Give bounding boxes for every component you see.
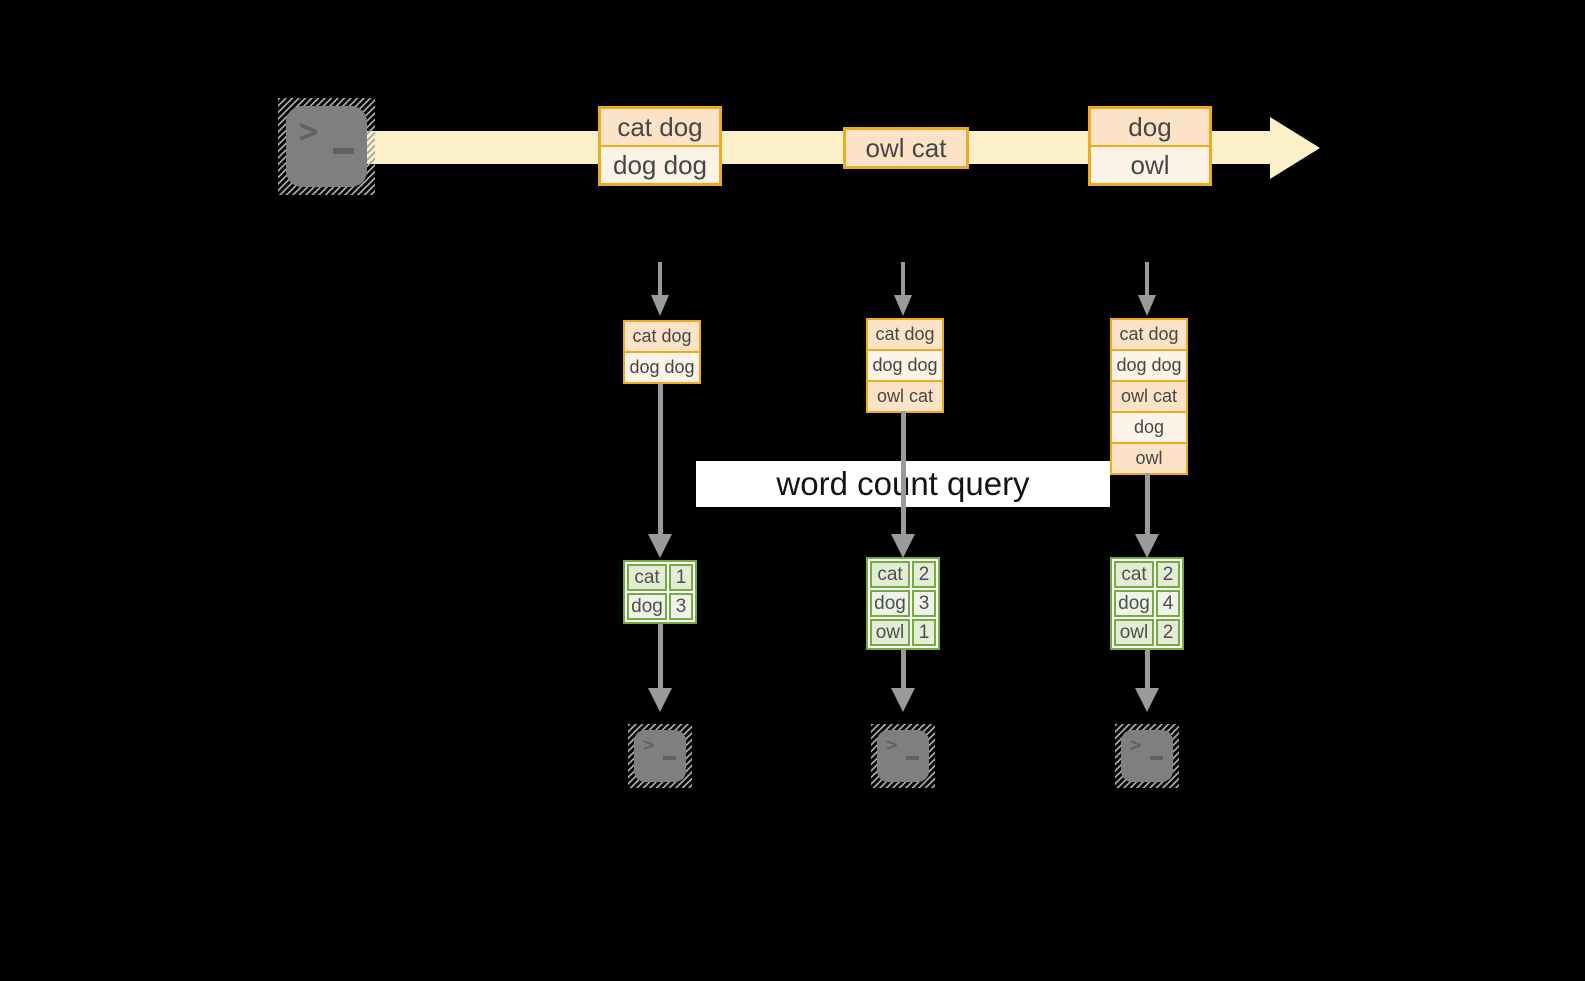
output-terminal-icon-3: > — [1115, 724, 1179, 788]
state-item: cat dog — [868, 320, 942, 349]
count-table-1: cat 1 dog 3 — [623, 560, 697, 624]
prompt-chevron-icon: > — [299, 111, 319, 151]
state-item: dog — [1112, 411, 1186, 442]
state-item: cat dog — [1112, 320, 1186, 349]
stream-batch-2: owl cat — [843, 127, 969, 169]
state-item: dog dog — [1112, 349, 1186, 380]
query-arrow-3-head — [1135, 534, 1159, 558]
ingest-arrow-2-head — [894, 295, 912, 316]
count-table-2: cat 2 dog 3 owl 1 — [866, 557, 940, 650]
ingest-arrow-1 — [658, 262, 662, 295]
ingest-arrow-3 — [1145, 262, 1149, 295]
ingest-arrow-2 — [901, 262, 905, 295]
count-value-cell: 2 — [1156, 619, 1180, 646]
stream-item: dog dog — [601, 145, 719, 183]
state-box-1: cat dog dog dog — [623, 320, 701, 384]
count-value-cell: 4 — [1156, 590, 1180, 617]
count-value-cell: 2 — [1156, 561, 1180, 588]
prompt-chevron-icon: > — [643, 734, 655, 756]
count-word-cell: cat — [627, 564, 667, 591]
terminal-screen: > — [634, 730, 686, 782]
count-value-cell: 3 — [912, 590, 936, 617]
prompt-cursor-icon — [663, 756, 676, 760]
state-box-2: cat dog dog dog owl cat — [866, 318, 944, 413]
count-value-cell: 1 — [669, 564, 693, 591]
query-arrow-1 — [658, 384, 663, 534]
count-word-cell: dog — [870, 590, 910, 617]
count-word-cell: cat — [1114, 561, 1154, 588]
output-arrow-1 — [658, 624, 663, 688]
state-item: dog dog — [625, 351, 699, 382]
stream-item: owl — [1091, 145, 1209, 183]
stream-item: dog — [1091, 109, 1209, 145]
output-arrow-1-head — [648, 688, 672, 712]
prompt-cursor-icon — [906, 756, 919, 760]
prompt-cursor-icon — [1150, 756, 1163, 760]
count-word-cell: dog — [627, 593, 667, 620]
output-arrow-3-head — [1135, 688, 1159, 712]
stream-item: owl cat — [846, 130, 966, 166]
count-word-cell: cat — [870, 561, 910, 588]
prompt-chevron-icon: > — [886, 734, 898, 756]
prompt-chevron-icon: > — [1130, 734, 1142, 756]
prompt-cursor-icon — [333, 148, 354, 154]
query-arrow-2 — [901, 411, 906, 534]
query-arrow-3 — [1145, 473, 1150, 534]
count-word-cell: owl — [870, 619, 910, 646]
source-terminal-icon: > — [278, 98, 375, 195]
count-table-3: cat 2 dog 4 owl 2 — [1110, 557, 1184, 650]
output-arrow-2 — [901, 650, 906, 688]
ingest-arrow-1-head — [651, 295, 669, 316]
ingest-arrow-3-head — [1138, 295, 1156, 316]
state-item: owl cat — [1112, 380, 1186, 411]
stream-arrow-head — [1270, 117, 1320, 179]
state-item: dog dog — [868, 349, 942, 380]
count-value-cell: 3 — [669, 593, 693, 620]
query-arrow-1-head — [648, 534, 672, 558]
output-terminal-icon-2: > — [871, 724, 935, 788]
output-terminal-icon-1: > — [628, 724, 692, 788]
terminal-screen: > — [877, 730, 929, 782]
stream-item: cat dog — [601, 109, 719, 145]
output-arrow-2-head — [891, 688, 915, 712]
state-item: owl cat — [868, 380, 942, 411]
query-arrow-2-head — [891, 534, 915, 558]
count-word-cell: owl — [1114, 619, 1154, 646]
state-item: cat dog — [625, 322, 699, 351]
count-word-cell: dog — [1114, 590, 1154, 617]
output-arrow-3 — [1145, 650, 1150, 688]
stream-batch-1: cat dog dog dog — [598, 106, 722, 186]
state-item: owl — [1112, 442, 1186, 473]
terminal-screen: > — [1121, 730, 1173, 782]
count-value-cell: 2 — [912, 561, 936, 588]
count-value-cell: 1 — [912, 619, 936, 646]
stream-batch-3: dog owl — [1088, 106, 1212, 186]
state-box-3: cat dog dog dog owl cat dog owl — [1110, 318, 1188, 475]
terminal-screen: > — [286, 106, 367, 187]
